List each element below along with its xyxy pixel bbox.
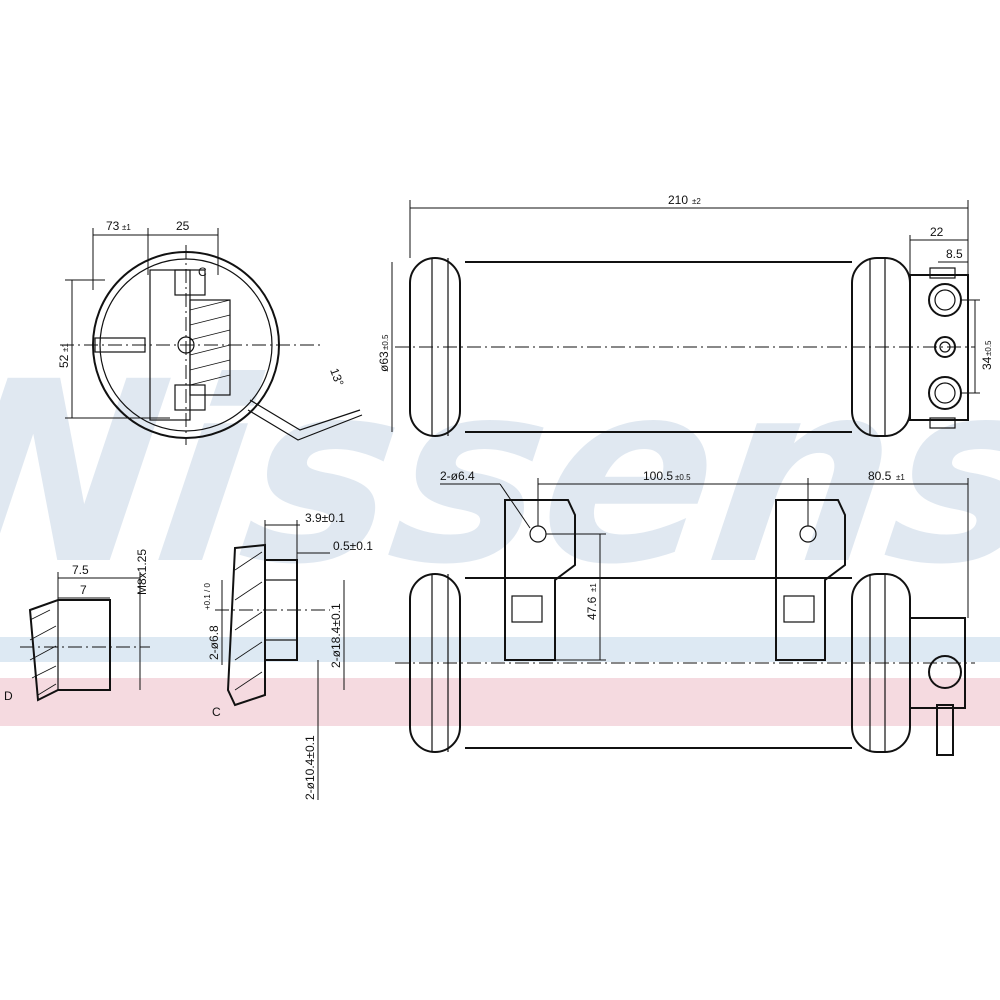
dim-diameter-tol: ±0.5 — [381, 334, 390, 350]
dim-hole-spacing-tol: ±0.5 — [675, 473, 691, 482]
dim-port-spacing: 34 — [980, 356, 994, 370]
dim-angle: 13° — [327, 366, 346, 388]
watermark-logo: Nissens — [0, 329, 1000, 620]
dim-bracket-height-tol: ±1 — [589, 583, 598, 592]
dim-c-a: 3.9±0.1 — [305, 511, 345, 525]
dim-c-c-tol: +0.1 / 0 — [203, 583, 212, 610]
dim-d-top: 7.5 — [72, 563, 89, 577]
dim-end-height: 52 — [57, 354, 71, 368]
dim-end-width-right: 25 — [176, 219, 190, 233]
dim-end-offset: 80.5 — [868, 469, 892, 483]
dim-hole-spacing: 100.5 — [643, 469, 673, 483]
dim-d-thread: M8x1.25 — [135, 549, 149, 595]
pink-band — [0, 678, 1000, 726]
dim-length: 210 — [668, 193, 688, 207]
dim-c-e: 2-ø10.4±0.1 — [303, 735, 317, 800]
dim-c-d: 2-ø18.4±0.1 — [329, 603, 343, 668]
dim-end-width-left-tol: ±1 — [122, 223, 131, 232]
dim-end-offset-tol: ±1 — [896, 473, 905, 482]
section-label-c: C — [198, 265, 207, 279]
bottom-view: 100.5 ±0.5 80.5 ±1 2-ø6.4 47.6 ±1 — [395, 469, 975, 756]
dim-holes: 2-ø6.4 — [440, 469, 475, 483]
detail-d: 7.5 7 M8x1.25 D — [4, 549, 150, 703]
blue-band — [0, 637, 1000, 662]
detail-c-label: C — [212, 705, 221, 719]
dim-end-height-tol: ±1 — [61, 343, 70, 352]
detail-d-label: D — [4, 689, 13, 703]
dim-port-spacing-tol: ±0.5 — [984, 340, 993, 356]
end-view: 73 ±1 25 52 ±1 13° C — [57, 219, 363, 445]
detail-c: 3.9±0.1 0.5±0.1 2-ø6.8 +0.1 / 0 2-ø18.4±… — [203, 511, 373, 800]
side-view: 210 ±2 22 8.5 ø63 ±0.5 34 ±0.5 — [377, 193, 994, 437]
dim-length-tol: ±2 — [692, 197, 701, 206]
dim-c-c: 2-ø6.8 — [207, 625, 221, 660]
dim-d-inner: 7 — [80, 583, 87, 597]
dim-c-b: 0.5±0.1 — [333, 539, 373, 553]
dim-bracket-height: 47.6 — [585, 596, 599, 620]
dim-fitting-width: 22 — [930, 225, 944, 239]
dim-end-width-left: 73 — [106, 219, 120, 233]
dim-fitting-small: 8.5 — [946, 247, 963, 261]
dim-diameter: ø63 — [377, 351, 391, 372]
